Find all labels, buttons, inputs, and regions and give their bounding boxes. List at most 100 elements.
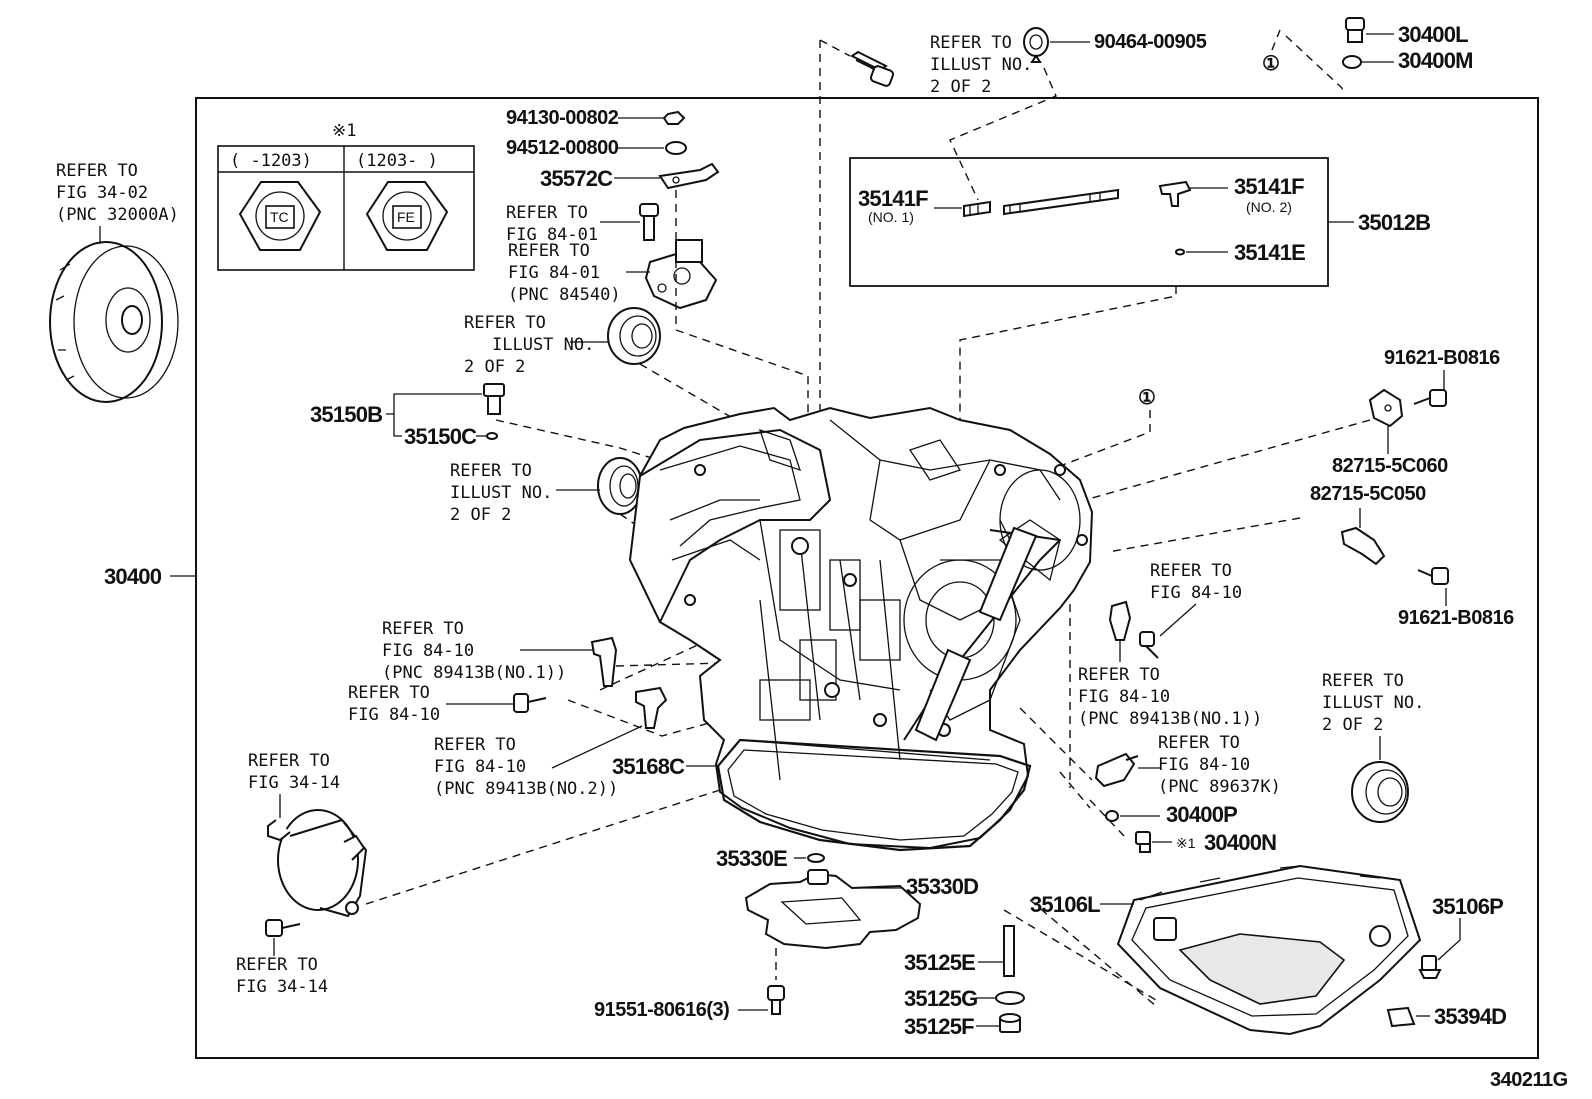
svg-text:FIG 34-14: FIG 34-14 xyxy=(248,773,340,793)
gasket-35394D xyxy=(1386,1006,1416,1028)
transaxle-case xyxy=(628,406,1094,850)
label-35012B: 35012B xyxy=(1358,210,1430,235)
svg-text:(PNC 84540): (PNC 84540) xyxy=(508,285,621,305)
svg-text:FIG 84-10: FIG 84-10 xyxy=(348,705,440,725)
oil-seal-2 xyxy=(597,457,643,515)
svg-text:REFER TO: REFER TO xyxy=(1150,561,1232,581)
svg-text:REFER TO: REFER TO xyxy=(434,735,516,755)
svg-text:REFER TO: REFER TO xyxy=(382,619,464,639)
label-35141E: 35141E xyxy=(1234,240,1305,265)
bracket-82715-5C060 xyxy=(1368,388,1404,428)
svg-text:FIG 84-10: FIG 84-10 xyxy=(434,757,526,777)
bolt-91551 xyxy=(767,985,785,1015)
svg-text:REFER TO: REFER TO xyxy=(506,203,588,223)
label-35168C: 35168C xyxy=(612,754,685,779)
diagram-code: 340211G xyxy=(1490,1069,1568,1091)
illust-mid1-ref: REFER TO ILLUST NO. 2 OF 2 xyxy=(464,313,594,377)
label-35141F-no2: 35141F xyxy=(1234,174,1304,199)
svg-text:REFER TO: REFER TO xyxy=(464,313,546,333)
torque-converter-ref: REFER TO FIG 34-02 (PNC 32000A) xyxy=(56,161,179,225)
oring-35330E xyxy=(807,853,825,863)
pin-35141F-no1 xyxy=(963,200,991,218)
bolt-91621-top xyxy=(1413,389,1447,407)
fig3414-top: REFER TO FIG 34-14 xyxy=(248,751,340,793)
svg-text:REFER TO: REFER TO xyxy=(1322,671,1404,691)
fig3414-bot: REFER TO FIG 34-14 xyxy=(236,955,328,997)
bolt-91621-bot xyxy=(1417,567,1449,585)
label-30400: 30400 xyxy=(104,564,162,589)
fig8410-left3: REFER TO FIG 84-10 (PNC 89413B(NO.2)) xyxy=(434,735,618,799)
svg-text:FIG 84-10: FIG 84-10 xyxy=(1158,755,1250,775)
gasket-35168C xyxy=(716,738,1032,852)
svg-text:ILLUST NO.: ILLUST NO. xyxy=(930,55,1032,75)
fig8410-right3: REFER TO FIG 84-10 (PNC 89637K) xyxy=(1158,733,1281,797)
svg-text:2 OF 2: 2 OF 2 xyxy=(930,77,991,97)
label-82715-5C050: 82715-5C050 xyxy=(1310,483,1426,505)
bolt-fig3414 xyxy=(265,919,301,937)
svg-text:(PNC 89413B(NO.2)): (PNC 89413B(NO.2)) xyxy=(434,779,618,799)
fig8410-right2: REFER TO FIG 84-10 (PNC 89413B(NO.1)) xyxy=(1078,665,1262,729)
bracket-82715-5C050 xyxy=(1340,526,1386,566)
label-90464: 90464-00905 xyxy=(1094,31,1207,53)
svg-text:ILLUST NO.: ILLUST NO. xyxy=(450,483,552,503)
svg-text:FIG 84-10: FIG 84-10 xyxy=(1078,687,1170,707)
note-mark-2: FE xyxy=(397,209,415,225)
label-30400N: 30400N xyxy=(1204,830,1276,855)
svg-text:ILLUST NO.: ILLUST NO. xyxy=(492,335,594,355)
washer-94512 xyxy=(665,141,687,155)
oring-35150C xyxy=(486,432,498,440)
plug-30400N xyxy=(1135,831,1151,853)
stud-35125E xyxy=(1003,925,1015,977)
pin-35141F-no2 xyxy=(1158,180,1192,207)
oil-pan-35106L xyxy=(1116,864,1422,1036)
svg-text:(PNC 89413B(NO.1)): (PNC 89413B(NO.1)) xyxy=(382,663,566,683)
svg-text:2 OF 2: 2 OF 2 xyxy=(450,505,511,525)
svg-text:ILLUST NO.: ILLUST NO. xyxy=(1322,693,1424,713)
nut-35125F xyxy=(999,1013,1021,1033)
oil-cooler xyxy=(267,809,367,917)
label-91621-bot: 91621-B0816 xyxy=(1398,607,1514,629)
svg-text:REFER TO: REFER TO xyxy=(56,161,138,181)
note-mark-1: TC xyxy=(270,209,289,225)
label-91551: 91551-80616(3) xyxy=(594,999,729,1021)
label-35572C: 35572C xyxy=(540,166,613,191)
circled-one-mid: ① xyxy=(1138,387,1155,409)
svg-text:FIG 34-02: FIG 34-02 xyxy=(56,183,148,203)
speed-sensor-left1 xyxy=(590,636,618,687)
assembly-frame xyxy=(195,97,1539,1059)
svg-text:(PNC 89637K): (PNC 89637K) xyxy=(1158,777,1281,797)
neutral-start-switch xyxy=(644,239,718,310)
fig8410-left2: REFER TO FIG 84-10 xyxy=(348,683,440,725)
svg-text:REFER TO: REFER TO xyxy=(930,33,1012,53)
svg-text:2 OF 2: 2 OF 2 xyxy=(1322,715,1383,735)
drain-plug-35106P xyxy=(1418,955,1442,979)
illust-mid2-ref: REFER TO ILLUST NO. 2 OF 2 xyxy=(450,461,552,525)
label-30400L: 30400L xyxy=(1398,22,1468,47)
oring-35141E xyxy=(1175,248,1185,256)
svg-text:REFER TO: REFER TO xyxy=(450,461,532,481)
speed-sensor-right xyxy=(1108,600,1159,659)
fig8410-right1: REFER TO FIG 84-10 xyxy=(1150,561,1242,603)
label-35125E: 35125E xyxy=(904,950,975,975)
oring-30400P xyxy=(1105,810,1119,822)
label-35330D: 35330D xyxy=(906,874,978,899)
plug-30400L xyxy=(1345,17,1365,43)
circled-one-top: ① xyxy=(1262,53,1279,75)
washer-30400M xyxy=(1342,55,1362,69)
oil-seal-1 xyxy=(607,307,661,365)
svg-text:REFER TO: REFER TO xyxy=(1158,733,1240,753)
svg-text:REFER TO: REFER TO xyxy=(248,751,330,771)
label-30400M: 30400M xyxy=(1398,48,1473,73)
oil-temp-sensor xyxy=(1094,752,1139,788)
svg-text:FIG 84-01: FIG 84-01 xyxy=(508,263,600,283)
label-35394D: 35394D xyxy=(1434,1004,1506,1029)
label-35330E: 35330E xyxy=(716,846,787,871)
label-30400N-sym: ※1 xyxy=(1176,835,1196,851)
label-35125F: 35125F xyxy=(904,1014,974,1039)
speed-sensor-left2 xyxy=(635,686,668,729)
label-35141F-no2-sub: (NO. 2) xyxy=(1246,199,1292,215)
svg-text:FIG 84-10: FIG 84-10 xyxy=(1150,583,1242,603)
nut-94130 xyxy=(662,110,686,125)
label-82715-5C060: 82715-5C060 xyxy=(1332,455,1448,477)
plug-35150B xyxy=(483,383,505,415)
